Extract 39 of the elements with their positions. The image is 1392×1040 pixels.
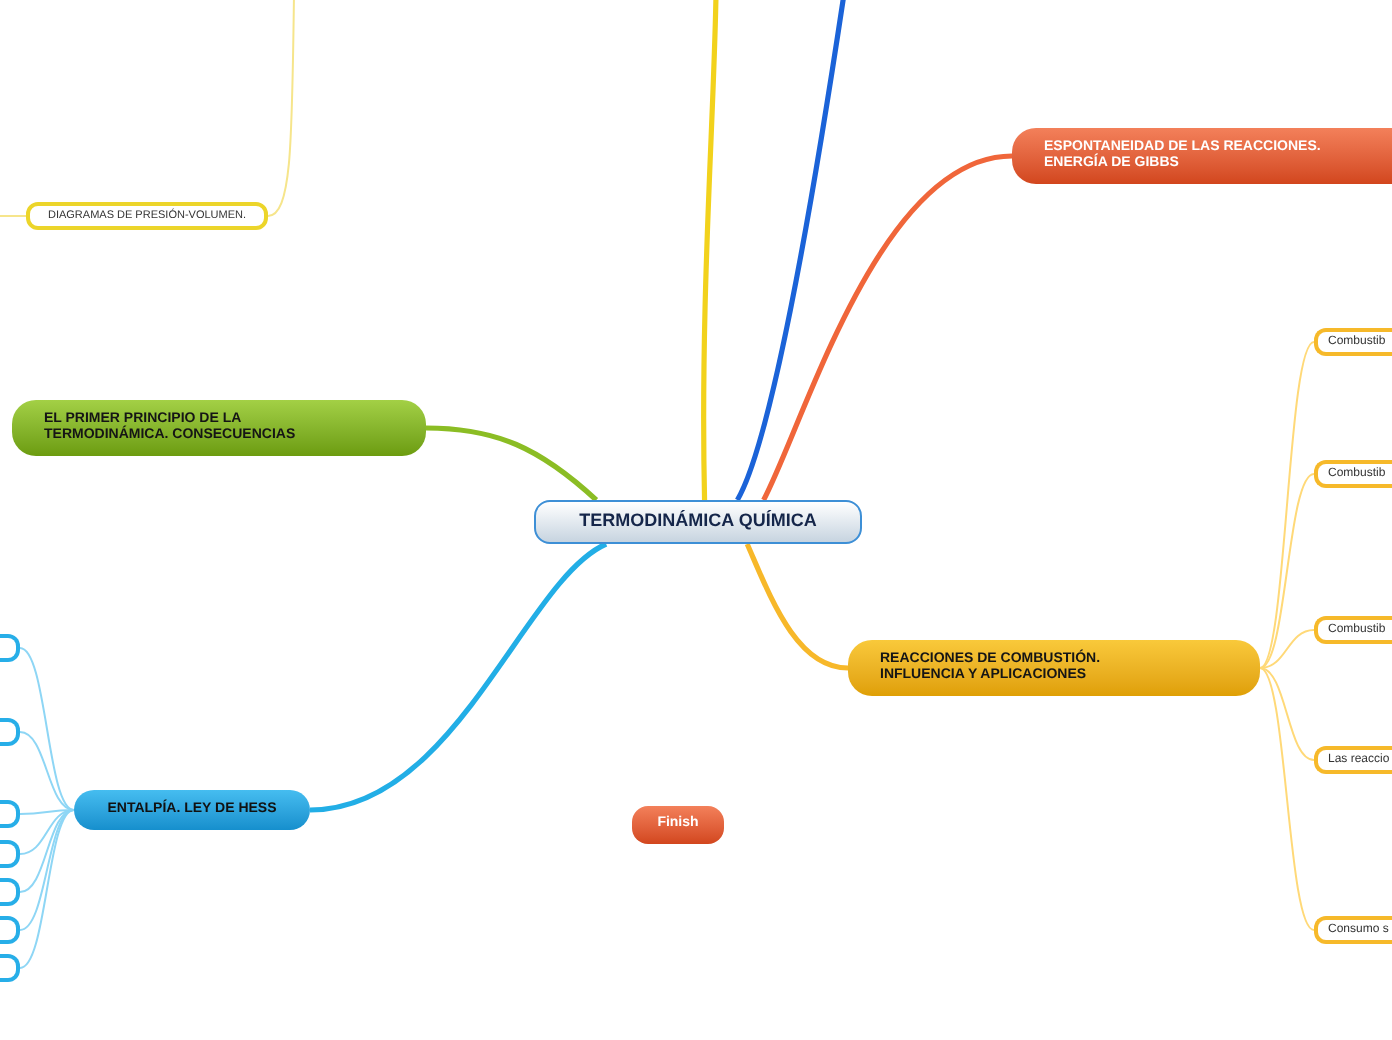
- subtopic-box: [0, 840, 20, 868]
- connector-line: [1259, 341, 1315, 669]
- topic-label: TERMODINÁMICA QUÍMICA: [579, 508, 817, 535]
- connector-line: [19, 731, 75, 811]
- subtopic-box: [26, 202, 268, 230]
- main-topic-box: [12, 400, 426, 456]
- main-topic-box: [74, 790, 310, 830]
- connector-line: [1259, 667, 1315, 761]
- connector-line: [19, 809, 75, 969]
- connector-line: [19, 809, 75, 893]
- connector-line: [1259, 629, 1315, 669]
- connector-line: [267, 0, 295, 217]
- topic-box: [632, 806, 724, 844]
- connector-line: [1259, 473, 1315, 669]
- subtopic-box: [0, 954, 20, 982]
- main-topic-box: [848, 640, 1260, 696]
- central-topic-box: [534, 500, 862, 544]
- connector-line: [735, 0, 847, 502]
- subtopic-box: [1314, 460, 1392, 488]
- connector-line: [1259, 667, 1315, 931]
- connector-line: [744, 542, 849, 671]
- main-topic-box: [1012, 128, 1392, 184]
- connector-line: [19, 647, 75, 811]
- subtopic-box: [1314, 616, 1392, 644]
- connector-line: [19, 809, 75, 855]
- connector-line: [19, 809, 75, 815]
- connector-line: [309, 541, 608, 813]
- connector-line: [0, 215, 27, 217]
- subtopic-box: [0, 878, 20, 906]
- subtopic-box: [0, 718, 20, 746]
- subtopic-box: [1314, 328, 1392, 356]
- connector-line: [701, 0, 719, 501]
- connector-line: [425, 425, 599, 502]
- subtopic-box: [1314, 916, 1392, 944]
- subtopic-box: [0, 800, 20, 828]
- subtopic-box: [1314, 746, 1392, 774]
- subtopic-box: [0, 916, 20, 944]
- subtopic-box: [0, 634, 20, 662]
- connector-line: [761, 153, 1013, 502]
